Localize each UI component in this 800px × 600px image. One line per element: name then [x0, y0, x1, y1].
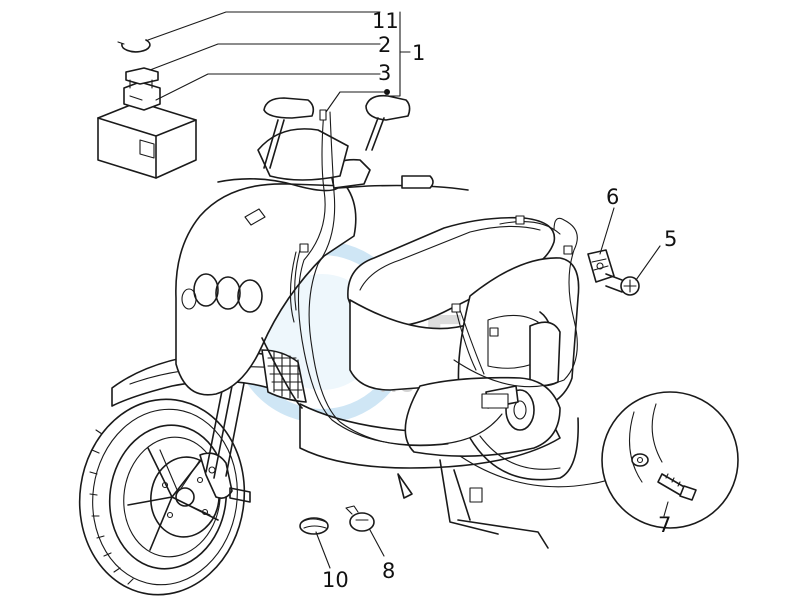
part-clip-nut [587, 249, 615, 283]
right-mirror [365, 94, 411, 151]
callout-10: 10 [322, 568, 349, 592]
callout-6: 6 [606, 185, 619, 209]
detail-inset-ground-bolt [601, 391, 739, 529]
callout-7: 7 [658, 513, 671, 537]
left-mirror [263, 97, 315, 169]
callout-2: 2 [378, 33, 391, 57]
part-ring-clip [117, 39, 151, 53]
callout-1: 1 [412, 41, 425, 65]
scooter-body [175, 183, 580, 481]
callout-11: 11 [372, 9, 399, 33]
callout-3: 3 [378, 61, 391, 85]
part-clamp-8 [345, 505, 375, 532]
part-fuse-box [97, 81, 197, 179]
part-screw [605, 273, 640, 296]
callout-labels: 11 2 1 3 6 5 7 8 10 [322, 9, 677, 592]
leader-lines [147, 11, 669, 569]
part-clamp-10 [299, 517, 329, 535]
part-fuse [125, 67, 159, 89]
seat [347, 216, 556, 391]
callout-8: 8 [382, 559, 395, 583]
callout-5: 5 [664, 227, 677, 251]
handlebar [217, 94, 469, 192]
centre-stand [397, 459, 549, 549]
front-wheel [78, 398, 251, 596]
